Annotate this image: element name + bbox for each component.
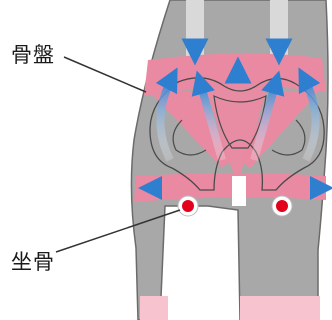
left-sitbone-dot	[182, 200, 194, 212]
sitbone-label: 坐骨	[11, 246, 55, 276]
right-leg-hem	[240, 296, 320, 320]
pelvis-leader-line	[64, 57, 146, 92]
right-sitbone-dot	[276, 200, 288, 212]
pelvis-label: 骨盤	[11, 39, 55, 69]
crotch-gap	[232, 176, 246, 206]
left-leg-hem	[140, 296, 168, 320]
